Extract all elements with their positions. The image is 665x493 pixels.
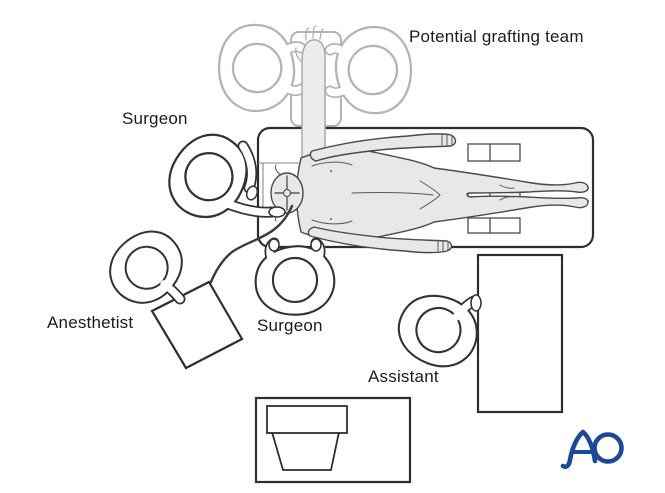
instrument-table xyxy=(254,396,412,484)
patient-figure xyxy=(270,133,589,254)
surgeon-top-figure xyxy=(153,119,286,233)
label-surgeon-top: Surgeon xyxy=(122,109,188,128)
anesthesia-machine xyxy=(150,280,244,370)
label-anesthetist: Anesthetist xyxy=(47,313,134,332)
grafting-team-member-right-figure xyxy=(324,25,413,115)
anesthetist-figure xyxy=(95,217,198,318)
assistant-figure xyxy=(387,281,490,380)
anesthesia-tube xyxy=(209,204,294,284)
ao-logo xyxy=(560,429,624,470)
label-grafting-team: Potential grafting team xyxy=(409,27,584,46)
patient-arm-lower xyxy=(307,226,453,254)
instrument-tray xyxy=(266,405,348,434)
back-table xyxy=(476,253,564,414)
basin xyxy=(270,431,341,471)
grafting-team-member-left-figure xyxy=(217,23,307,113)
surgeon-bottom-figure xyxy=(254,237,336,316)
patient-ghost-arm xyxy=(295,25,326,169)
label-surgeon-bottom: Surgeon xyxy=(257,316,323,335)
patient-arm-upper xyxy=(309,133,457,162)
label-assistant: Assistant xyxy=(368,367,439,386)
anesthesia-mask xyxy=(274,175,300,211)
